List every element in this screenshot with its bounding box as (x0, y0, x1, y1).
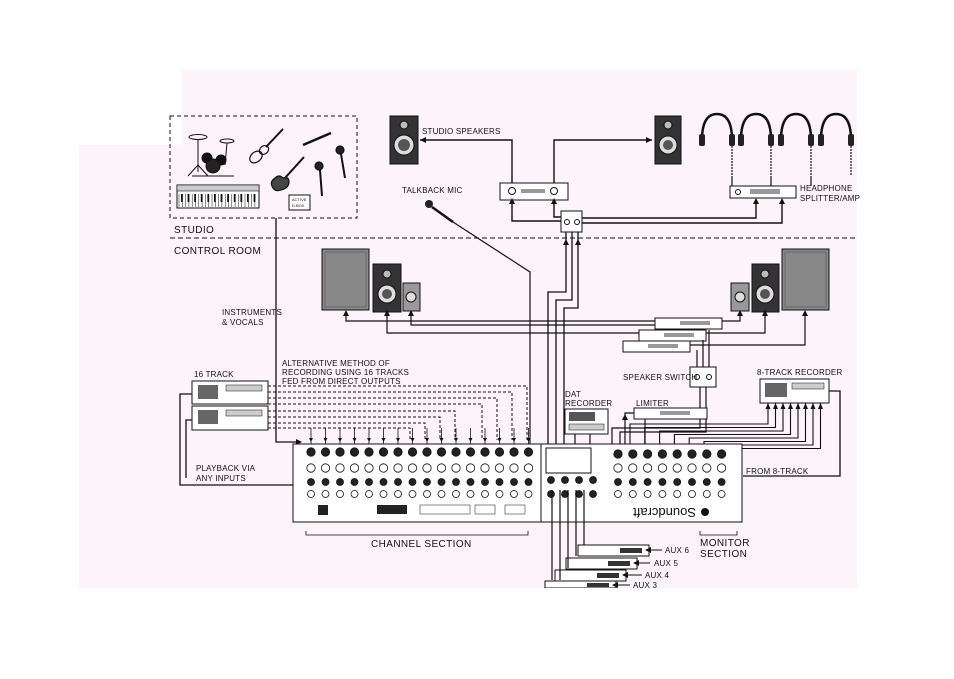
alt-method-label-2: RECORDING USING 16 TRACKS (282, 368, 409, 377)
dat-recorder (564, 408, 609, 435)
headphone-4-icon (818, 112, 854, 176)
dat-label-1: DAT (565, 390, 581, 399)
keyboard-icon (176, 184, 260, 209)
control-room-label: CONTROL ROOM (174, 246, 261, 257)
control-room-amp-2 (638, 329, 707, 342)
studio-speakers-label: STUDIO SPEAKERS (422, 127, 501, 136)
mixer-monitor-section (540, 443, 743, 523)
control-room-amp-1 (654, 317, 723, 330)
studio-label: STUDIO (174, 225, 214, 236)
active-di-label-2: D.BOX (292, 203, 305, 208)
active-di-label-1: ACTIVE (292, 197, 307, 202)
eight-track-cables (629, 403, 823, 450)
limiter-label: LIMITER (636, 399, 669, 408)
aux-send-cables (551, 490, 585, 580)
headphone-3-icon (778, 112, 814, 176)
aux-3-unit (544, 580, 617, 589)
microphone-icons (302, 131, 346, 197)
eight-track-label: 8-TRACK RECORDER (757, 368, 842, 377)
electric-guitar-icon (270, 156, 305, 192)
channel-section-bracket (305, 531, 529, 536)
drum-kit-icon (187, 134, 235, 177)
control-room-amp-3 (622, 340, 691, 353)
monitor-section-label-2: SECTION (700, 549, 747, 560)
control-room-main-speaker-left (321, 248, 370, 311)
monitor-section-label-1: MONITOR (700, 538, 750, 549)
alt-method-label-1: ALTERNATIVE METHOD OF (282, 359, 390, 368)
channel-section-label: CHANNEL SECTION (371, 539, 472, 550)
acoustic-guitar-icon (249, 128, 284, 164)
active-di-box (288, 194, 311, 211)
control-room-nearfield-left (372, 263, 402, 313)
aux-5-unit (565, 557, 638, 570)
sixteen-track-label: 16 TRACK (194, 370, 234, 379)
dat-label-2: RECORDER (565, 399, 612, 408)
amp-to-speaker-left (420, 139, 513, 183)
aux-6-label: AUX 6 (665, 546, 689, 555)
studio-amplifier (499, 182, 569, 201)
aux-3-label: AUX 3 (633, 581, 657, 590)
studio-speaker-right (654, 115, 682, 165)
control-room-small-speaker-left (402, 282, 421, 312)
instruments-cable (275, 218, 300, 443)
instruments-label-1: INSTRUMENTS (222, 308, 282, 317)
amp-to-speaker-right (553, 139, 652, 183)
headphones-group (699, 112, 854, 186)
aux-4-unit (554, 569, 627, 582)
from-8-track-label: FROM 8-TRACK (746, 467, 809, 476)
mixer-channel-section (292, 443, 542, 523)
talkback-cable (452, 221, 531, 445)
headphone-1-icon (699, 112, 735, 176)
speaker-switch-label: SPEAKER SWITCH (623, 373, 697, 382)
headphone-splitter-amp (729, 185, 797, 199)
headphone-label-1: HEADPHONE (800, 184, 852, 193)
instruments-label-2: & VOCALS (222, 318, 264, 327)
aux-5-label: AUX 5 (654, 559, 678, 568)
channel-input-ticks (309, 428, 531, 444)
headphone-label-2: SPLITTER/AMP (800, 194, 860, 203)
talkback-mic-icon (425, 200, 454, 224)
headphone-2-icon (738, 112, 774, 176)
playback-label-1: PLAYBACK VIA (196, 464, 256, 473)
brand-logo: Soundcraft (633, 505, 696, 520)
studio-box (169, 115, 358, 219)
aux-6-unit (577, 544, 650, 557)
monitor-section-bracket (699, 531, 738, 536)
studio-speaker-left (389, 115, 419, 165)
control-room-main-speaker-right (781, 248, 830, 311)
eight-track-recorder (759, 378, 830, 404)
control-room-small-speaker-right (730, 282, 750, 312)
alt-method-label-3: FED FROM DIRECT OUTPUTS (282, 377, 401, 386)
limiter-unit (633, 407, 708, 420)
direct-output-cables (268, 385, 528, 440)
sixteen-track-recorder (191, 380, 269, 431)
talkback-mic-label: TALKBACK MIC (402, 186, 463, 195)
aux-4-label: AUX 4 (645, 571, 669, 580)
playback-label-2: ANY INPUTS (196, 474, 246, 483)
control-room-nearfield-right (751, 263, 780, 313)
